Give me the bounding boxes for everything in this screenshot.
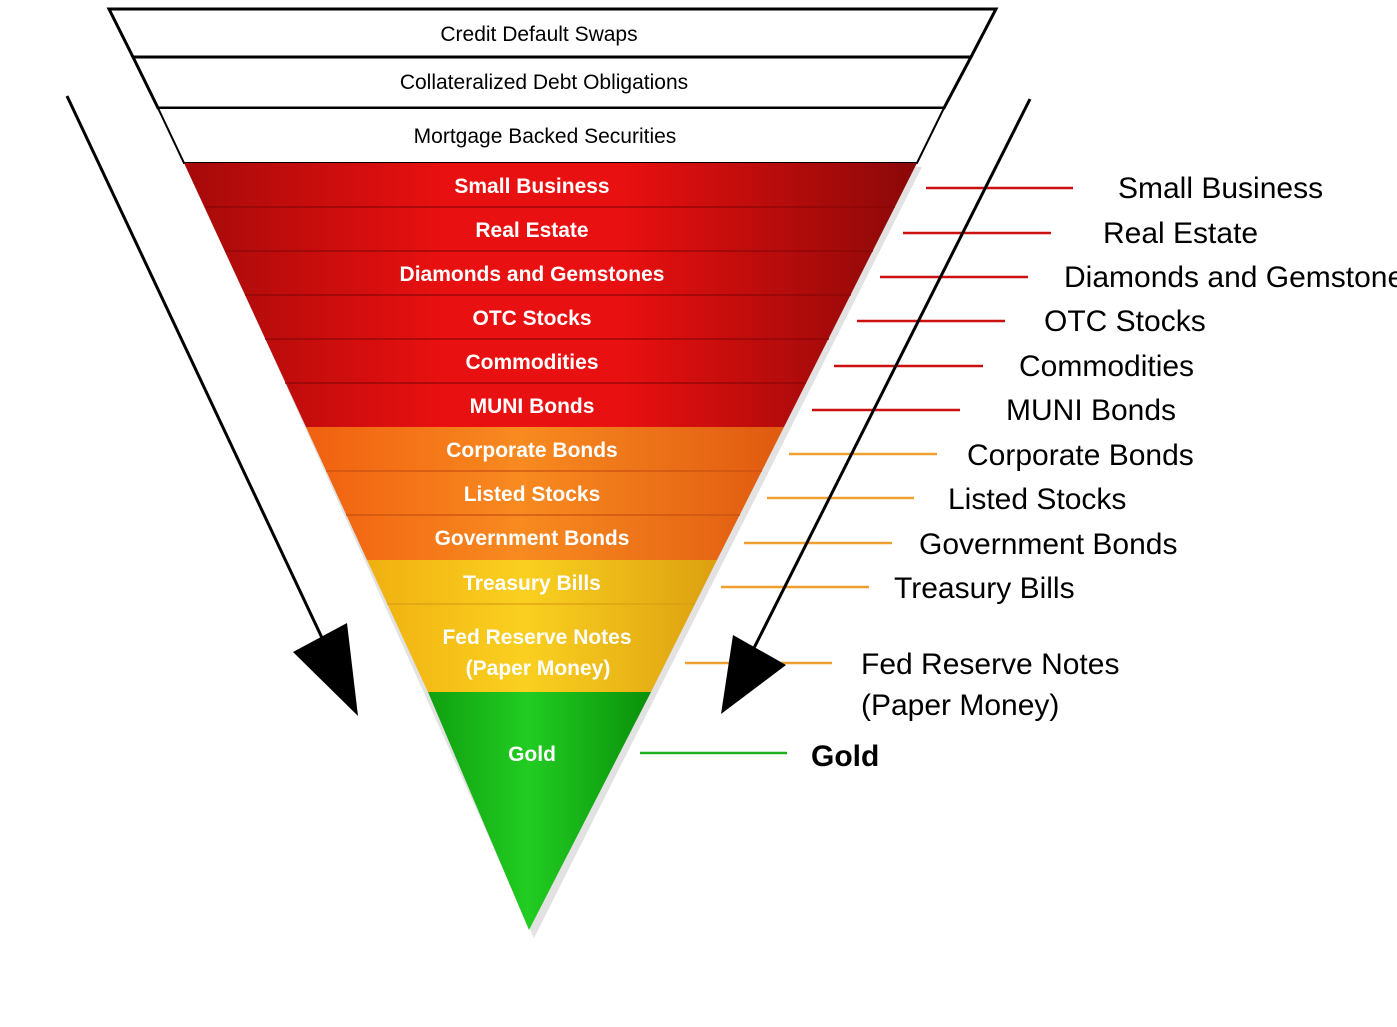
layer-label: Listed Stocks [464,483,601,506]
layer-label: Diamonds and Gemstones [400,263,665,286]
side-label: Corporate Bonds [967,439,1194,472]
left-arrow-shaft [65,95,325,641]
side-label: Real Estate [1103,217,1258,250]
side-label: Small Business [1118,172,1323,205]
flow-arrows [65,95,1032,716]
side-label: Commodities [1019,350,1194,383]
layer-label: Government Bonds [435,527,630,550]
right-arrow-shaft [750,98,1032,653]
top-layer-label: Mortgage Backed Securities [414,125,677,148]
layer-label-line2: (Paper Money) [466,657,611,680]
top-layer-label: Credit Default Swaps [440,23,637,46]
side-label: Treasury Bills [894,572,1075,605]
right-arrowhead [721,635,786,714]
band-orange [306,427,784,560]
side-label: Gold [811,740,879,773]
side-label: MUNI Bonds [1006,394,1176,427]
left-arrowhead [293,623,358,716]
layer-label: Commodities [465,351,598,374]
side-label-line2: (Paper Money) [861,689,1059,722]
layer-label: OTC Stocks [472,307,591,330]
layer-label: Fed Reserve Notes [442,626,631,649]
side-label: Listed Stocks [948,483,1126,516]
band-green [428,692,651,930]
layer-label: MUNI Bonds [470,395,595,418]
side-label: Diamonds and Gemstones [1064,261,1397,294]
leader-lines [640,186,1073,755]
layer-label: Small Business [454,175,609,198]
top-layer-label: Collateralized Debt Obligations [400,71,688,94]
layer-label: Real Estate [475,219,588,242]
band-dividers [205,206,895,605]
side-labels: Small Business Real Estate Diamonds and … [811,172,1397,773]
side-label: Government Bonds [919,528,1177,561]
top-layers: Credit Default Swaps Collateralized Debt… [106,7,999,164]
layer-label: Treasury Bills [463,572,601,595]
side-label: Fed Reserve Notes [861,648,1119,681]
side-label: OTC Stocks [1044,305,1206,338]
layer-label: Gold [508,743,556,766]
inner-labels: Small Business Real Estate Diamonds and … [400,175,665,766]
layer-label: Corporate Bonds [446,439,618,462]
band-yellow [367,560,717,692]
